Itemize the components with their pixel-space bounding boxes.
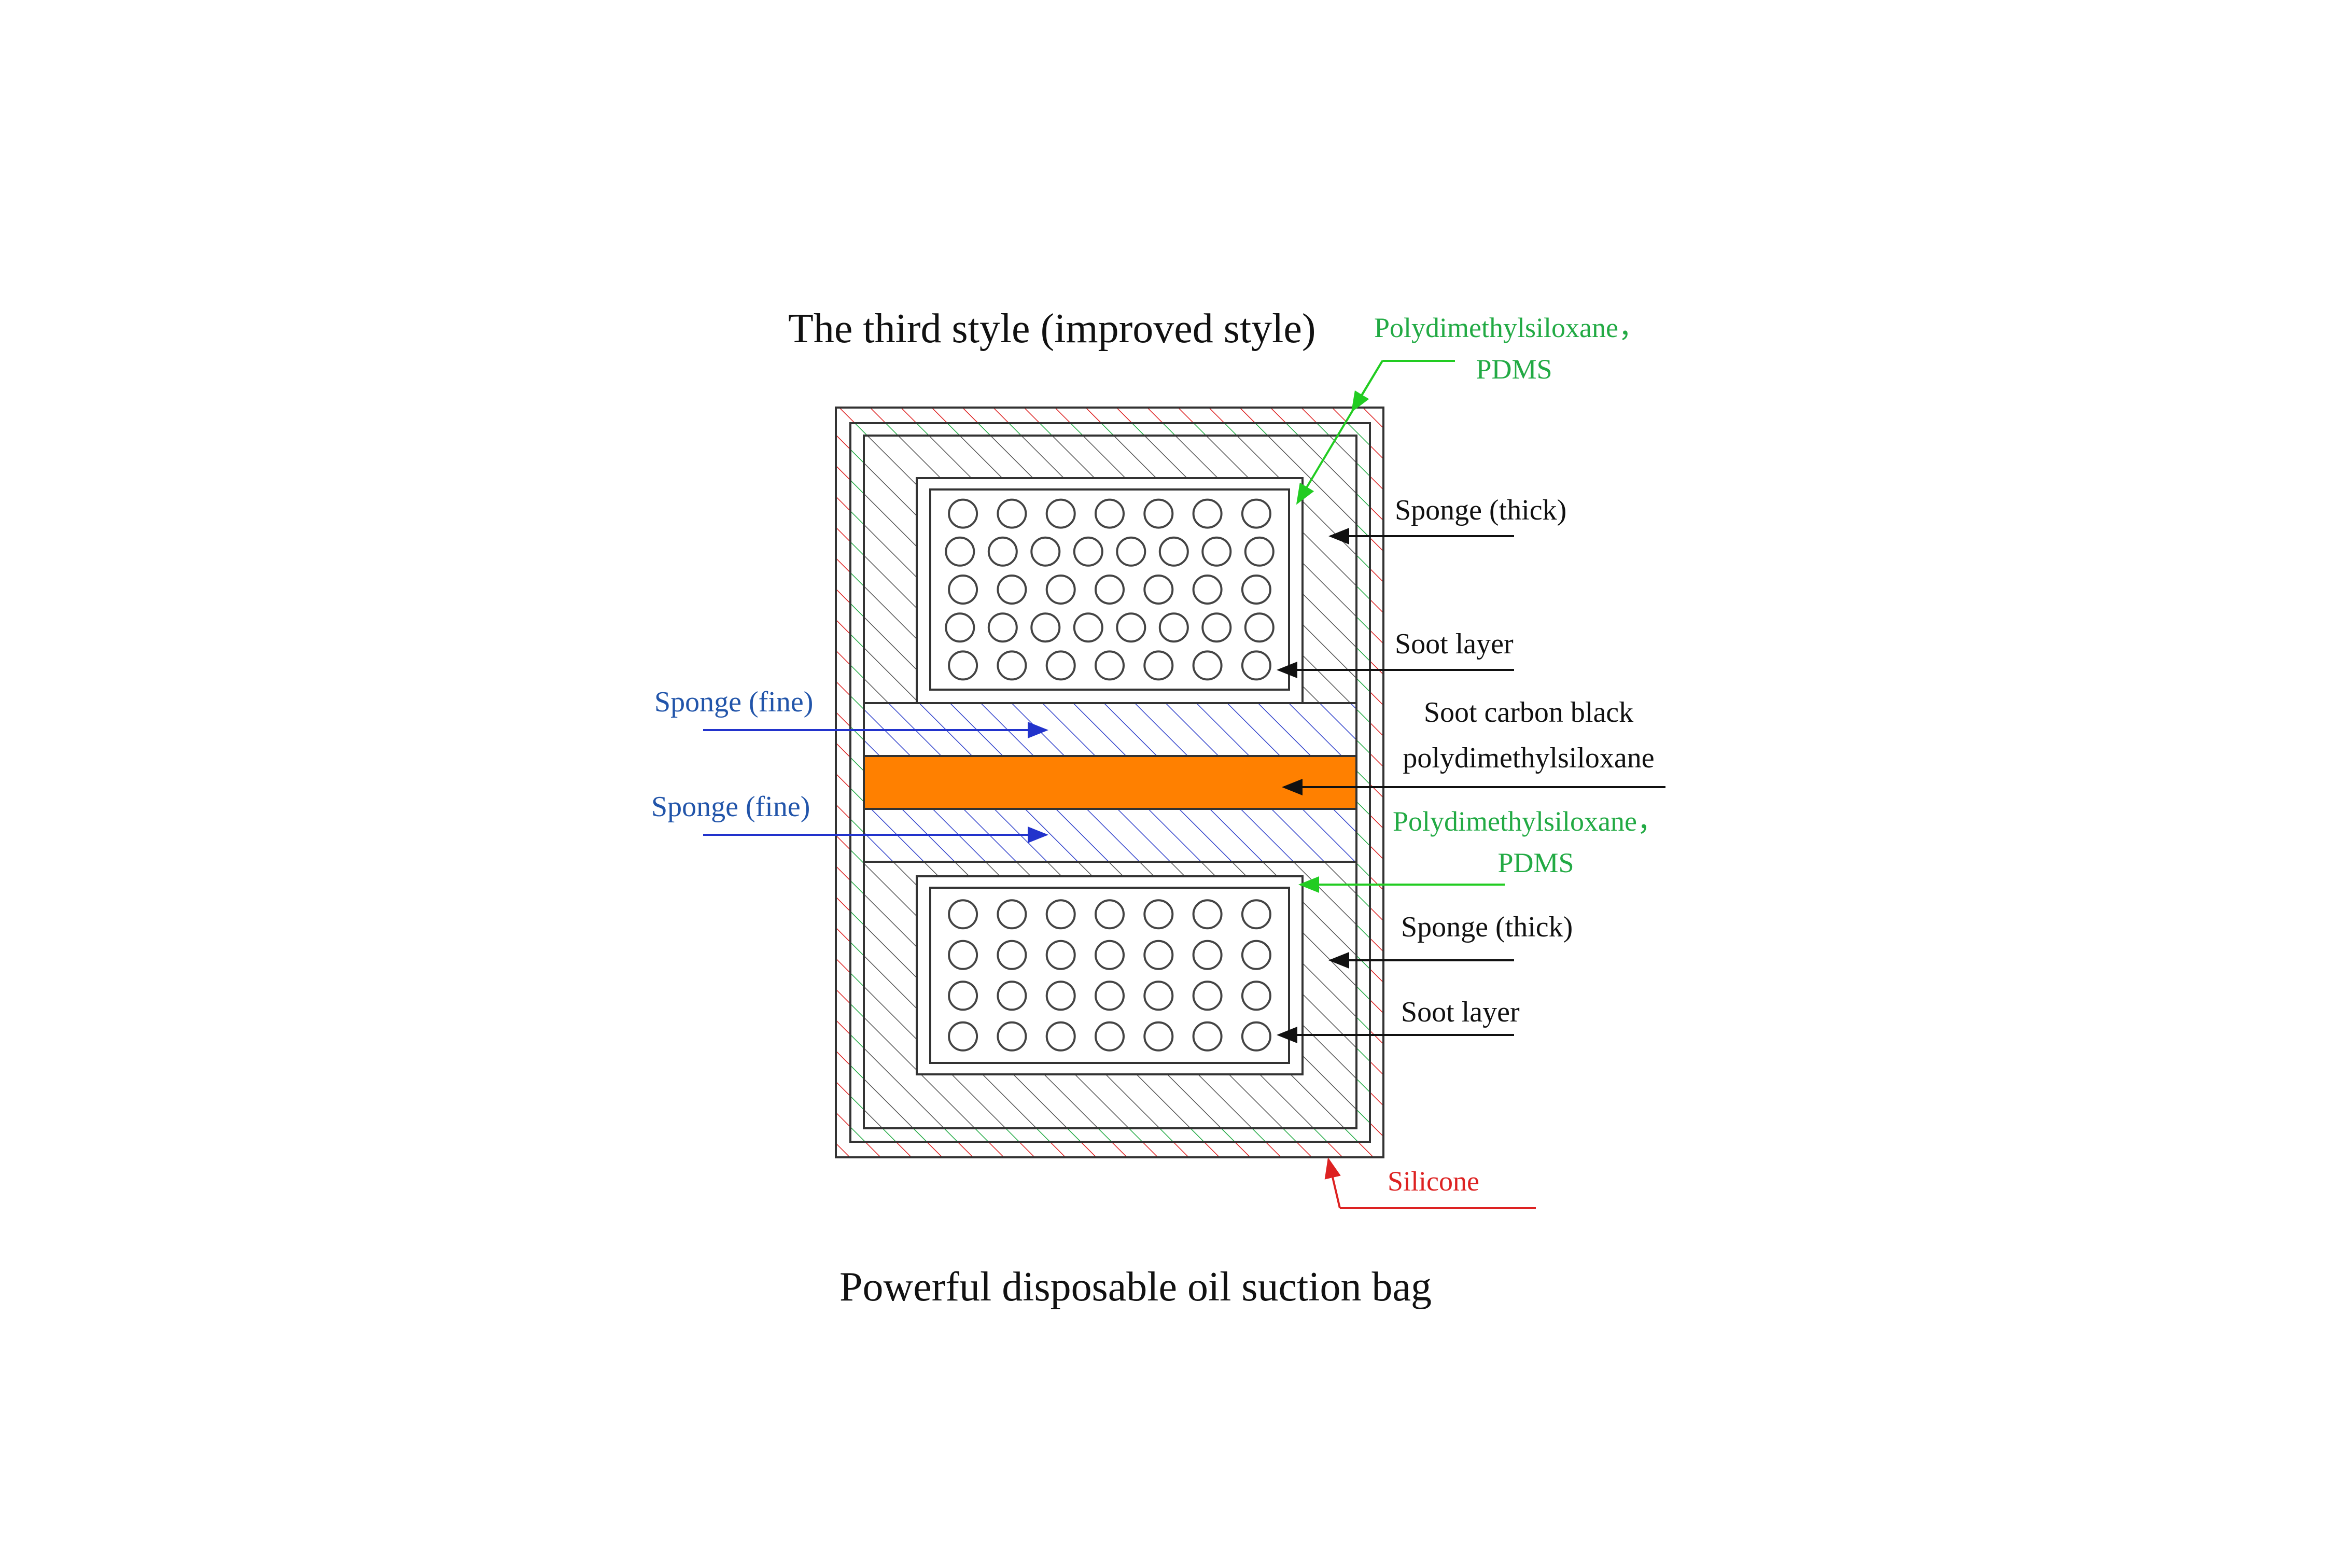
soot-particles-bottom	[948, 899, 1271, 1052]
soot-particle	[1143, 940, 1174, 970]
label-soot-layer-bottom: Soot layer	[1401, 996, 1520, 1028]
label-sponge-fine-upper: Sponge (fine)	[654, 686, 813, 718]
label-sponge-thick-bottom: Sponge (thick)	[1401, 911, 1573, 943]
callout-pdms-mid: Polydimethylsiloxane， PDMS	[1298, 806, 1665, 893]
soot-particle	[1241, 650, 1271, 681]
soot-particle	[1095, 940, 1125, 970]
soot-particles-top	[945, 498, 1275, 681]
soot-particle	[1045, 981, 1076, 1011]
soot-particle	[997, 498, 1027, 529]
callout-soot-carbon-black: Soot carbon black polydimethylsiloxane	[1282, 696, 1665, 795]
soot-particle	[948, 940, 978, 970]
callout-silicone: Silicone	[1324, 1157, 1536, 1209]
callout-sponge-thick-bottom: Sponge (thick)	[1328, 911, 1573, 969]
soot-particle	[948, 1021, 978, 1052]
soot-particle	[1158, 536, 1189, 567]
callout-pdms-top: Polydimethylsiloxane， PDMS	[1296, 312, 1646, 505]
soot-particle	[1030, 536, 1061, 567]
soot-particle	[1241, 899, 1271, 930]
label-sponge-fine-lower: Sponge (fine)	[651, 791, 810, 823]
diagram-title: The third style (improved style)	[788, 306, 1316, 352]
label-soot-carbon-black-line1: Soot carbon black	[1424, 696, 1633, 729]
soot-particle	[948, 650, 978, 681]
soot-particle	[1143, 981, 1174, 1011]
soot-particle	[1241, 1021, 1271, 1052]
soot-particle	[1192, 981, 1223, 1011]
soot-particle	[997, 899, 1027, 930]
soot-carbon-black-pdms-band	[863, 755, 1357, 810]
soot-particle	[1143, 650, 1174, 681]
label-soot-carbon-black-line2: polydimethylsiloxane	[1403, 742, 1654, 774]
callout-sponge-fine-upper: Sponge (fine)	[654, 686, 1048, 738]
soot-particle	[1143, 498, 1174, 529]
soot-particle	[1143, 1021, 1174, 1052]
soot-particle	[1116, 612, 1146, 643]
soot-particle	[1201, 612, 1232, 643]
soot-particle	[945, 612, 975, 643]
soot-particle	[1192, 650, 1223, 681]
soot-particle	[1045, 575, 1076, 605]
soot-particle	[1095, 1021, 1125, 1052]
soot-particle	[1095, 650, 1125, 681]
soot-particle	[997, 981, 1027, 1011]
soot-particle	[1095, 498, 1125, 529]
leader-silicone-rise	[1324, 1157, 1341, 1209]
soot-particle	[1045, 940, 1076, 970]
leader-pdms-top-to-inner	[1296, 360, 1383, 505]
soot-particle	[997, 650, 1027, 681]
soot-particle	[1073, 536, 1103, 567]
soot-particle	[997, 1021, 1027, 1052]
soot-particle	[948, 899, 978, 930]
label-pdms-mid-line2: PDMS	[1497, 847, 1574, 878]
soot-particle	[1192, 575, 1223, 605]
soot-particle	[987, 612, 1018, 643]
soot-particle	[1158, 612, 1189, 643]
soot-particle	[1045, 498, 1076, 529]
soot-particle	[1241, 981, 1271, 1011]
label-pdms-top-line1: Polydimethylsiloxane，	[1374, 312, 1646, 343]
callout-soot-layer-top: Soot layer	[1277, 628, 1514, 678]
soot-particle	[1244, 536, 1275, 567]
bag-cross-section	[835, 407, 1384, 1158]
soot-particle	[1045, 1021, 1076, 1052]
soot-particle	[1095, 575, 1125, 605]
soot-particle	[1030, 612, 1061, 643]
soot-particle	[1045, 650, 1076, 681]
soot-particle	[997, 575, 1027, 605]
soot-particle	[1192, 1021, 1223, 1052]
soot-particle	[1143, 575, 1174, 605]
soot-particle	[1095, 981, 1125, 1011]
soot-particle	[1192, 899, 1223, 930]
callout-sponge-thick-top: Sponge (thick)	[1328, 494, 1566, 544]
label-soot-layer-top: Soot layer	[1395, 628, 1514, 660]
soot-particle	[997, 940, 1027, 970]
soot-particle	[1192, 940, 1223, 970]
label-pdms-top-line2: PDMS	[1476, 354, 1552, 385]
soot-particle	[1095, 899, 1125, 930]
soot-particle	[1241, 940, 1271, 970]
soot-particle	[1073, 612, 1103, 643]
soot-particle	[1192, 498, 1223, 529]
soot-particle	[948, 498, 978, 529]
soot-particle	[1116, 536, 1146, 567]
soot-particle	[1241, 498, 1271, 529]
soot-particle	[987, 536, 1018, 567]
label-sponge-thick-top: Sponge (thick)	[1395, 494, 1566, 526]
soot-particle	[1244, 612, 1275, 643]
soot-particle	[948, 575, 978, 605]
callout-soot-layer-bottom: Soot layer	[1277, 996, 1520, 1043]
label-silicone: Silicone	[1388, 1166, 1479, 1197]
soot-particle	[1045, 899, 1076, 930]
soot-particle	[1201, 536, 1232, 567]
soot-particle	[1241, 575, 1271, 605]
diagram-caption: Powerful disposable oil suction bag	[839, 1264, 1432, 1310]
soot-particle	[948, 981, 978, 1011]
callout-sponge-fine-lower: Sponge (fine)	[651, 791, 1048, 843]
soot-particle	[1143, 899, 1174, 930]
soot-particle	[945, 536, 975, 567]
label-pdms-mid-line1: Polydimethylsiloxane，	[1393, 806, 1665, 837]
